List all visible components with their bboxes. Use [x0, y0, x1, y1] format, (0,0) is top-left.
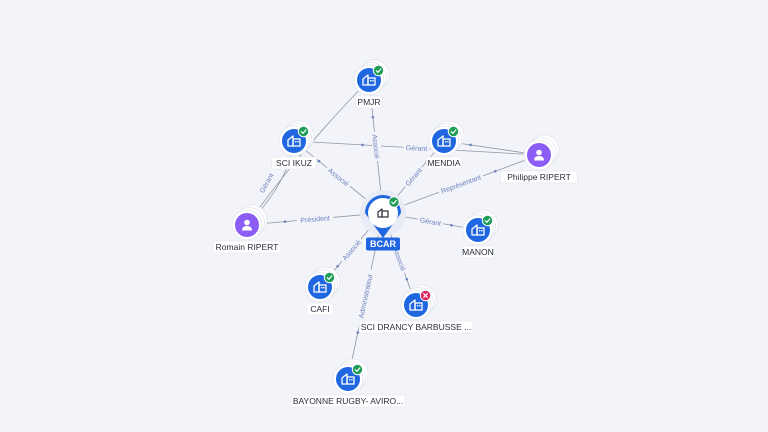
node-pmjr[interactable]: PMJR	[353, 59, 390, 109]
edge-label: Président	[300, 215, 330, 225]
edge-label-bg	[296, 212, 334, 225]
node-mendia[interactable]: MENDIA	[425, 120, 465, 170]
node-label-bg	[500, 170, 578, 184]
edge-arrow-marker	[317, 159, 321, 163]
edge-arrow-marker	[494, 169, 497, 173]
node-sci_ikuz[interactable]: SCI IKUZ	[271, 120, 317, 170]
edge-arrow-marker	[361, 143, 364, 147]
edge-label-group: Associé	[324, 163, 353, 190]
building-icon	[471, 224, 485, 236]
node-label-bg	[366, 237, 400, 251]
edge-label-group: Associé	[370, 131, 383, 162]
node-label: BCAR	[370, 239, 396, 249]
edge-label-bg	[338, 235, 365, 264]
node-cafi[interactable]: CAFI	[304, 266, 341, 316]
node-label: SCI DRANCY BARBUSSE ...	[361, 322, 471, 332]
inactive-cross-icon	[419, 289, 432, 302]
active-check-icon	[323, 271, 336, 284]
edge-label: Gérant	[419, 217, 441, 228]
edge-label-group: Président	[296, 212, 334, 225]
building-icon	[437, 135, 451, 147]
node-label-bg	[271, 156, 317, 170]
building-icon	[362, 74, 376, 86]
active-check-icon	[481, 214, 494, 227]
node-bayonne[interactable]: BAYONNE RUGBY- AVIRO...	[290, 358, 406, 408]
node-manon[interactable]: MANON	[462, 209, 499, 259]
person-icon	[534, 149, 544, 161]
edge-arrow-marker	[336, 264, 339, 268]
edge-label-group: Gérant	[401, 164, 425, 190]
edge-label-bg	[370, 131, 383, 162]
node-bcar[interactable]: BCAR	[360, 190, 406, 251]
node-label-bg	[462, 245, 494, 259]
edge-label: Associé	[370, 134, 380, 159]
node-label: PMJR	[357, 97, 380, 107]
node-label: BAYONNE RUGBY- AVIRO...	[293, 396, 403, 406]
active-check-icon	[372, 64, 385, 77]
active-check-icon	[351, 363, 364, 376]
node-label-bg	[290, 394, 406, 408]
edge-arrow-marker	[450, 223, 453, 227]
edge-label: Gérant	[406, 145, 428, 153]
building-icon	[341, 373, 355, 385]
edge-label-group: Gérant	[403, 142, 430, 153]
node-label-bg	[358, 320, 474, 334]
building-icon	[377, 208, 389, 218]
active-check-icon	[388, 196, 400, 208]
edge-label-bg	[255, 169, 277, 197]
active-check-icon	[447, 125, 460, 138]
node-philippe_ripert[interactable]: Philippe RIPERT	[500, 134, 578, 184]
node-label: CAFI	[310, 304, 329, 314]
edge-label-group: Représentant	[437, 171, 485, 196]
building-icon	[287, 135, 301, 147]
active-check-icon	[297, 125, 310, 138]
node-label-bg	[212, 240, 282, 254]
node-label: SCI IKUZ	[276, 158, 312, 168]
node-label: Philippe RIPERT	[507, 172, 571, 182]
edge-arrow-marker	[283, 220, 287, 223]
edge-label-bg	[401, 164, 425, 190]
edge-arrow-marker	[356, 331, 360, 334]
edge-arrow-marker	[405, 277, 409, 281]
node-label-bg	[425, 156, 463, 170]
edge-label-group: Administrateur	[354, 268, 376, 324]
edge-label-bg	[437, 171, 485, 196]
person-icon	[242, 219, 252, 231]
building-icon	[313, 281, 327, 293]
node-label-bg	[306, 302, 334, 316]
nodes-layer: PMJR SCI IKUZ MENDIA Philippe RIPERT Romain …	[212, 59, 578, 408]
edge-arrow-marker	[371, 115, 375, 119]
node-romain_ripert[interactable]: Romain RIPERT	[212, 204, 282, 254]
edge-label-group: Gérant	[417, 214, 444, 228]
node-label: Romain RIPERT	[216, 242, 279, 252]
node-label-bg	[355, 95, 383, 109]
edge-arrow-marker	[469, 143, 472, 147]
edge-label-bg	[324, 163, 353, 190]
edge-label-group: Associé	[338, 235, 365, 264]
edge-label-bg	[403, 142, 430, 153]
edge-label-bg	[417, 214, 444, 228]
building-icon	[409, 299, 423, 311]
node-label: MENDIA	[427, 158, 460, 168]
edge-label-bg	[354, 268, 376, 324]
node-sci_drancy[interactable]: SCI DRANCY BARBUSSE ...	[358, 284, 474, 334]
edge-label-bg	[390, 243, 410, 275]
node-label: MANON	[462, 247, 494, 257]
